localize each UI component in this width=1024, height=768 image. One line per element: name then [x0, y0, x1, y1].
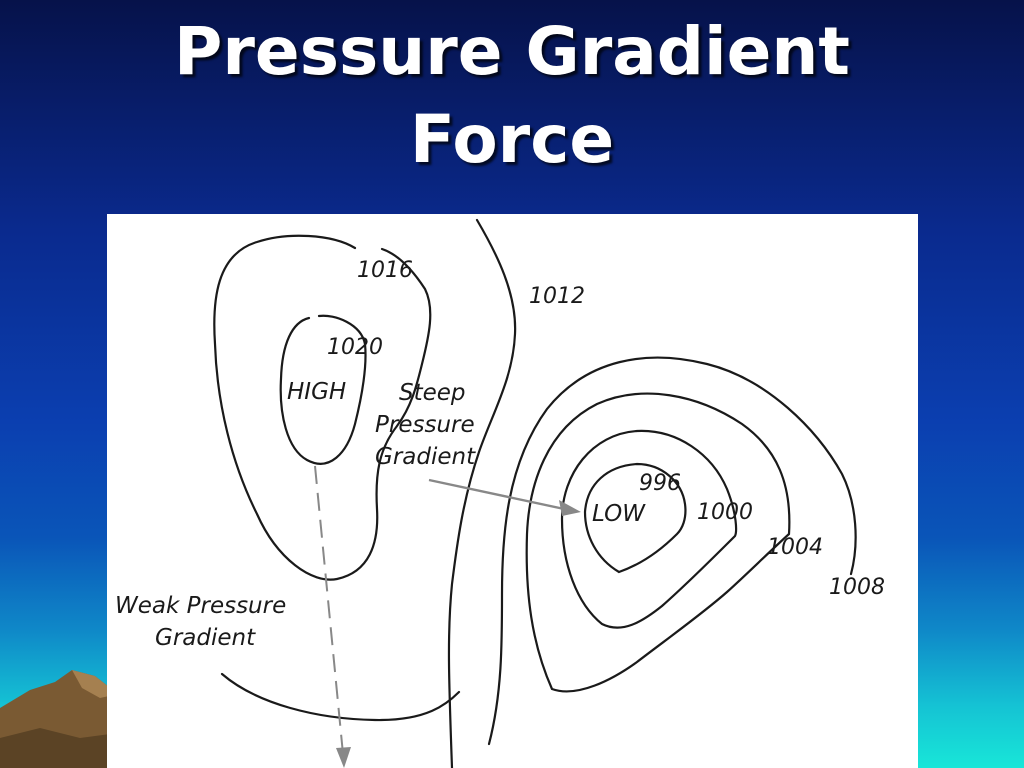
- isobar-label-1008: 1008: [829, 575, 885, 600]
- high-pressure-label: HIGH: [287, 379, 346, 405]
- low-pressure-label: LOW: [592, 501, 646, 527]
- isobar-label-1020: 1020: [327, 335, 383, 360]
- isobar-diagram: 1016 1012 1020 996 1000 1004 1008 HIGH L…: [107, 214, 918, 768]
- isobar-1016-line: [213, 234, 432, 581]
- weak-gradient-arrow: [314, 465, 351, 768]
- isobar-label-1004: 1004: [767, 535, 823, 560]
- title-line-1: Pressure Gradient: [174, 13, 850, 90]
- steep-gradient-label-line-2: Pressure: [375, 412, 475, 438]
- weak-gradient-label-line-1: Weak Pressure: [115, 593, 286, 619]
- mountain-decoration: [0, 670, 140, 768]
- steep-gradient-label-line-1: Steep: [399, 380, 466, 406]
- slide-title: Pressure Gradient Force: [0, 8, 1024, 184]
- isobar-label-1012: 1012: [529, 284, 585, 309]
- isobar-1004-line: [525, 392, 791, 693]
- isobar-1012-line: [447, 218, 517, 768]
- isobar-1000-line: [560, 429, 738, 629]
- steep-gradient-label-line-3: Gradient: [375, 444, 476, 470]
- isobar-label-1016: 1016: [357, 258, 413, 283]
- isobar-1008-line: [487, 356, 857, 746]
- title-line-2: Force: [409, 101, 615, 178]
- steep-gradient-arrow: [428, 478, 581, 516]
- isobar-1020-line: [279, 314, 367, 465]
- isobar-label-1000: 1000: [697, 500, 753, 525]
- weak-gradient-label-line-2: Gradient: [155, 625, 256, 651]
- isobar-map-svg: 1016 1012 1020 996 1000 1004 1008 HIGH L…: [115, 218, 885, 768]
- isobar-996-line: [583, 462, 687, 574]
- isobar-label-996: 996: [639, 471, 681, 496]
- isobar-1012-lower-line: [220, 672, 461, 722]
